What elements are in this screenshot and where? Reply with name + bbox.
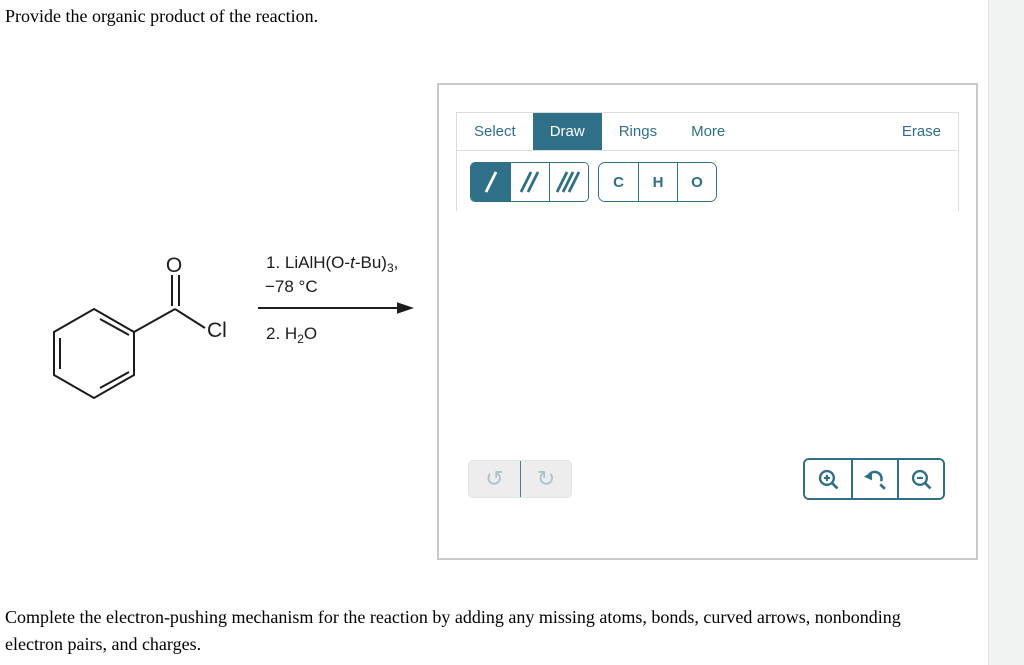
undo-button[interactable]: ↺ (469, 461, 520, 497)
reactant-structure (53, 275, 206, 400)
redo-icon: ↻ (536, 466, 556, 491)
question-text-bottom: Complete the electron-pushing mechanism … (5, 607, 901, 654)
reaction-arrow (258, 302, 414, 314)
tab-rings[interactable]: Rings (602, 113, 674, 150)
tab-more[interactable]: More (674, 113, 742, 150)
zoom-reset-button[interactable] (851, 460, 897, 498)
zoom-in-icon (818, 469, 838, 489)
ring-double-bond-1 (99, 318, 130, 336)
condition-step1: 1. LiAlH(O-t-Bu)3, (266, 253, 399, 275)
atom-button-carbon[interactable]: C (599, 163, 638, 201)
oxygen-atom-label: O (166, 254, 182, 277)
tab-erase[interactable]: Erase (885, 113, 958, 150)
ring-double-bond-3 (99, 371, 130, 389)
tab-draw[interactable]: Draw (532, 113, 602, 150)
atom-button-oxygen[interactable]: O (677, 163, 716, 201)
toolbar-tabs: Select Draw Rings More Erase (457, 113, 958, 151)
benzene-ring (53, 307, 135, 400)
condition-step2: 2. H2O (266, 324, 318, 346)
sketcher-toolbar: Select Draw Rings More Erase (456, 112, 959, 213)
drawing-canvas[interactable] (439, 211, 976, 452)
undo-redo-group: ↺ ↻ (468, 460, 572, 498)
zoom-in-button[interactable] (805, 460, 851, 498)
draw-tools-row: C H O (457, 151, 958, 212)
undo-icon: ↺ (485, 466, 504, 491)
carbon-chlorine-bond (174, 308, 206, 329)
arrowhead (397, 302, 414, 314)
single-bond-button[interactable] (471, 163, 510, 201)
reaction-scheme: O Cl (53, 254, 414, 400)
sketcher-panel: Select Draw Rings More Erase (437, 83, 978, 560)
triple-bond-icon (555, 171, 581, 193)
zoom-out-icon (911, 469, 931, 489)
chlorine-atom-label: Cl (207, 319, 227, 342)
scrollbar-gutter (988, 0, 1024, 665)
zoom-reset-icon (863, 470, 886, 490)
redo-button[interactable]: ↻ (520, 461, 571, 497)
bond-tools-group (470, 162, 589, 202)
triple-bond-button[interactable] (549, 163, 588, 201)
ring-to-carbonyl-bond (133, 308, 176, 333)
tab-select[interactable]: Select (457, 113, 533, 150)
atom-buttons-group: C H O (598, 162, 717, 202)
double-bond-button[interactable] (510, 163, 549, 201)
condition-temperature: −78 °C (265, 277, 318, 296)
single-bond-icon (484, 171, 497, 193)
question-text-top: Provide the organic product of the react… (5, 6, 319, 26)
zoom-out-button[interactable] (897, 460, 943, 498)
atom-button-hydrogen[interactable]: H (638, 163, 677, 201)
zoom-controls-group (803, 458, 945, 500)
double-bond-icon (519, 171, 540, 193)
